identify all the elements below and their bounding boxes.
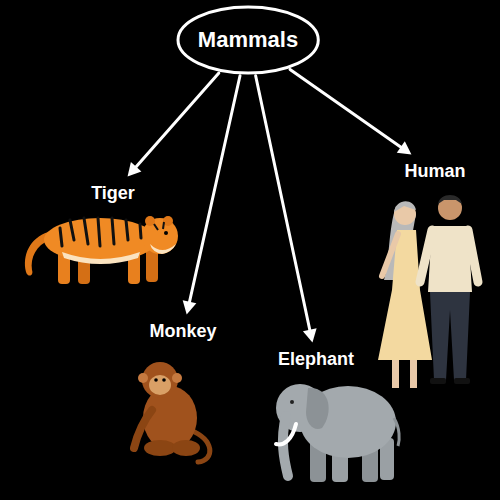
monkey-illustration-part <box>172 373 182 383</box>
monkey-illustration-part <box>144 440 176 456</box>
arrow-line <box>256 76 311 332</box>
arrow-connector <box>256 76 317 343</box>
monkey-illustration-part <box>162 378 166 382</box>
arrow-head <box>303 328 317 342</box>
human-couple-illustration-part <box>392 360 399 388</box>
human-couple-illustration-part <box>430 292 470 380</box>
arrow-line <box>189 76 240 304</box>
ellipse-shape <box>178 7 318 73</box>
human-couple-illustration-part <box>430 378 446 384</box>
arrow-connector <box>290 69 411 154</box>
monkey-illustration-part <box>154 378 158 382</box>
monkey-illustration-part <box>149 375 171 395</box>
elephant-illustration <box>276 384 399 482</box>
human-couple-illustration-part <box>382 234 398 276</box>
monkey-illustration <box>134 362 210 462</box>
arrow-line <box>135 73 219 168</box>
animal-name: Monkey <box>149 321 216 342</box>
human-couple-illustration-part <box>410 360 417 388</box>
animal-label: Human <box>402 160 467 183</box>
elephant-illustration-part <box>283 416 288 476</box>
animal-name: Human <box>404 161 465 182</box>
human-couple-illustration-part <box>438 195 462 204</box>
monkey-illustration-part <box>172 440 200 456</box>
human-couple-illustration-part <box>438 196 462 220</box>
arrow-head <box>183 300 197 314</box>
human-couple-illustration <box>378 195 478 388</box>
human-couple-illustration-part <box>378 230 432 360</box>
elephant-illustration-part <box>306 388 329 429</box>
arrow-connector <box>128 73 219 176</box>
tiger-illustration-part <box>62 252 140 264</box>
elephant-illustration-part <box>276 424 296 444</box>
elephant-illustration-part <box>290 400 294 404</box>
animal-label: Monkey <box>147 320 218 343</box>
tiger-illustration <box>25 216 178 284</box>
tiger-illustration-part <box>164 231 168 235</box>
tiger-illustration-part <box>44 218 156 262</box>
animal-name: Elephant <box>278 349 354 370</box>
human-couple-illustration-part <box>468 230 478 282</box>
animal-label: Elephant <box>276 348 356 371</box>
category-title: Mammals <box>198 27 298 53</box>
tiger-illustration-part <box>154 222 164 230</box>
human-couple-illustration-part <box>420 230 432 282</box>
animal-name: Tiger <box>91 183 135 204</box>
arrow-head <box>128 162 142 176</box>
arrow-head <box>397 141 412 154</box>
monkey-illustration-part <box>138 373 148 383</box>
category-ellipse: Mammals <box>176 5 320 75</box>
human-couple-illustration-part <box>394 201 416 212</box>
human-couple-illustration-part <box>454 378 470 384</box>
animal-label: Tiger <box>89 182 137 205</box>
tiger-illustration-part <box>60 218 141 246</box>
arrow-line <box>290 69 402 148</box>
arrow-connector <box>183 76 240 315</box>
tiger-illustration-part <box>150 244 176 254</box>
elephant-illustration-part <box>300 386 396 458</box>
elephant-illustration-part <box>394 418 399 446</box>
